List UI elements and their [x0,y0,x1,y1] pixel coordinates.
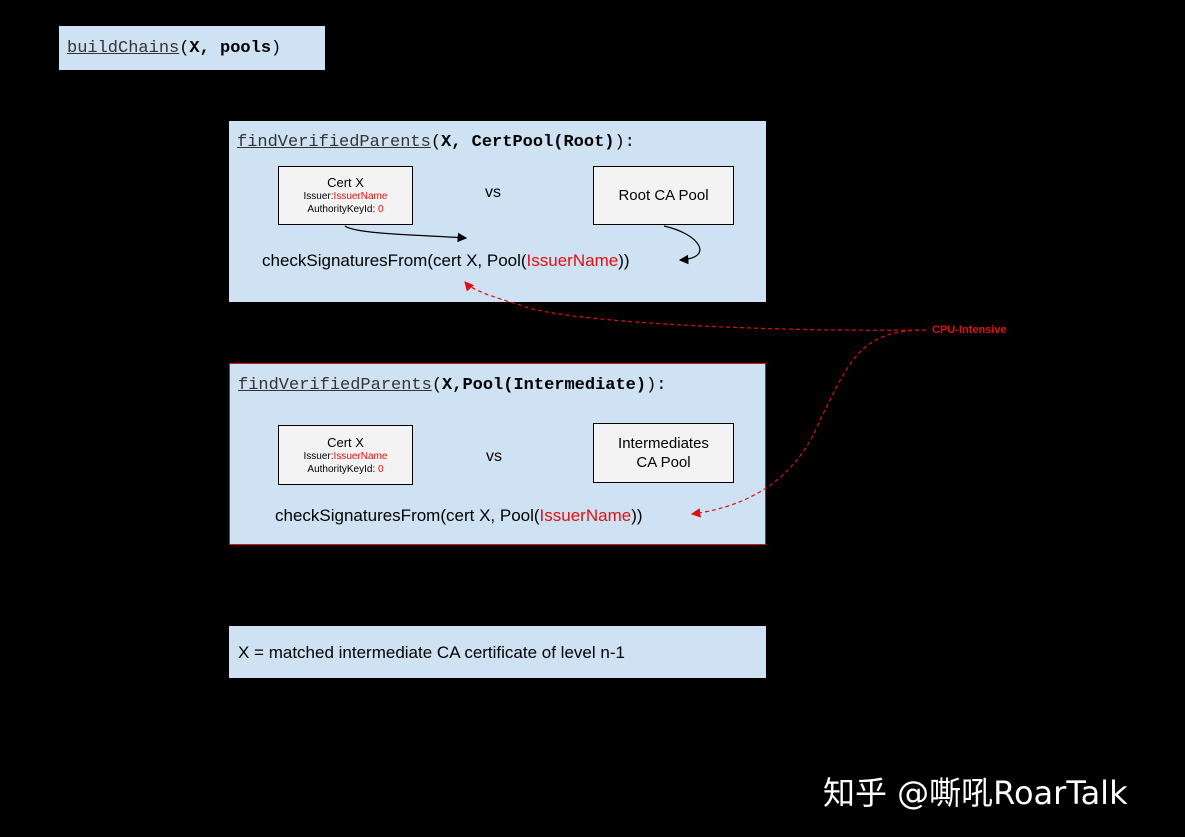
intermediate-cert-issuer-prefix: Issuer: [303,450,334,462]
build-chains-fn: buildChains [67,39,180,58]
intermediate-cert-issuer: Issuer:IssuerName [304,450,388,463]
build-chains-args: X, pools [189,39,272,58]
root-check-suffix: )) [618,251,630,270]
intermediate-panel-close: ): [646,376,667,395]
root-verify-panel: findVerifiedParents(X, CertPool(Root)): … [229,121,766,302]
root-pool-line-1: Root CA Pool [618,187,709,204]
cpu-intensive-label: CPU-Intensive [932,324,1007,336]
root-ca-pool-box: Root CA Pool [593,166,734,225]
intermediate-ca-pool-box: Intermediates CA Pool [593,423,734,483]
intermediate-pool-line-2: CA Pool [636,454,691,471]
build-chains-title: buildChains(X, pools) [67,39,281,58]
intermediate-panel-title: findVerifiedParents(X,Pool(Intermediate)… [238,376,667,395]
root-cert-issuer: Issuer:IssuerName [304,190,388,203]
root-cert-title: Cert X [327,175,364,190]
root-cert-akid-value: 0 [378,204,384,215]
root-cert-akid-prefix: AuthorityKeyId: [307,204,379,215]
intermediate-check-suffix: )) [631,506,643,525]
build-chains-panel: buildChains(X, pools) [59,26,325,70]
build-chains-close: ) [271,39,282,58]
intermediate-pool-line-1: Intermediates [618,435,709,452]
intermediate-cert-title: Cert X [327,434,364,450]
cpu-to-root-check-arrow [464,281,927,331]
intermediate-check-issuer-name: IssuerName [539,506,632,525]
root-check-issuer-name: IssuerName [526,251,619,270]
root-check-signatures: checkSignaturesFrom(cert X, Pool(IssuerN… [262,251,630,271]
intermediate-verify-panel: findVerifiedParents(X,Pool(Intermediate)… [229,363,766,545]
definition-text: X = matched intermediate CA certificate … [238,643,625,662]
intermediate-cert-issuer-name: IssuerName [333,450,388,462]
intermediate-cert-akid-value: 0 [378,463,384,475]
root-cert-box: Cert X Issuer:IssuerName AuthorityKeyId:… [278,166,413,225]
root-vs-label: vs [485,184,501,201]
root-panel-open: ( [430,133,442,152]
intermediate-panel-fn: findVerifiedParents [238,376,432,395]
root-check-prefix: checkSignaturesFrom(cert X, Pool( [262,251,527,270]
definition-panel: X = matched intermediate CA certificate … [229,626,766,678]
intermediate-panel-args: X,Pool(Intermediate) [442,376,647,395]
intermediate-check-prefix: checkSignaturesFrom(cert X, Pool( [275,506,540,525]
intermediate-panel-open: ( [431,376,443,395]
intermediate-vs-label: vs [486,448,502,465]
root-panel-close: ): [614,133,635,152]
root-cert-issuer-name: IssuerName [333,191,388,202]
intermediate-check-signatures: checkSignaturesFrom(cert X, Pool(IssuerN… [275,506,643,526]
intermediate-cert-akid-prefix: AuthorityKeyId: [307,463,379,475]
root-cert-akid: AuthorityKeyId: 0 [307,203,383,216]
intermediate-cert-akid: AuthorityKeyId: 0 [307,463,383,476]
watermark-text: 知乎 @嘶吼RoarTalk [823,774,1128,812]
intermediate-cert-box: Cert X Issuer:IssuerName AuthorityKeyId:… [278,425,413,485]
root-panel-title: findVerifiedParents(X, CertPool(Root)): [237,133,635,152]
pool-to-check-arrow [663,225,701,265]
cert-to-check-arrow [344,225,468,243]
build-chains-open: ( [179,39,190,58]
root-panel-fn: findVerifiedParents [237,133,431,152]
root-panel-args: X, CertPool(Root) [441,133,615,152]
cpu-to-intermediate-check-arrow [690,329,927,518]
root-cert-issuer-prefix: Issuer: [303,191,334,202]
